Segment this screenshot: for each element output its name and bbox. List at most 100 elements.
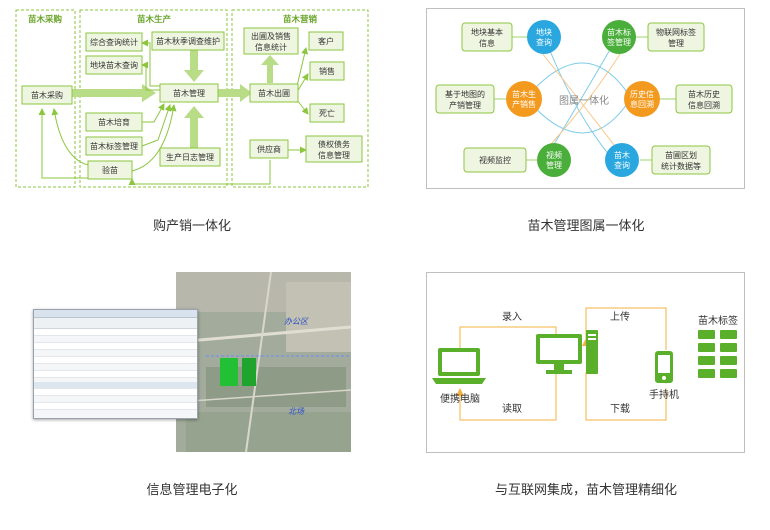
node-sales: 销售 (319, 66, 335, 76)
box-region-stats-l2: 统计数据等 (661, 161, 701, 171)
purchase-section-title: 苗木采购 (28, 14, 63, 25)
caption-internet-integration: 与互联网集成，苗木管理精细化 (494, 483, 677, 498)
circle-history (624, 81, 660, 117)
arrow-purchase-to-management (64, 84, 156, 102)
node-purchase: 苗木采购 (31, 90, 63, 100)
node-nursery: 苗木培育 (98, 117, 130, 127)
flow-read (459, 372, 557, 421)
box-video-monitor-l1: 视频监控 (479, 155, 511, 165)
node-nursery-out-box (249, 83, 299, 103)
box-iot-tag-l1: 物联网标签 (656, 27, 696, 37)
node-debt-line2: 信息管理 (318, 150, 350, 160)
box-iot-tag-l2: 管理 (668, 38, 684, 48)
satellite-map: 办公区 北场 (176, 272, 351, 452)
node-prod-log: 生产日志管理 (166, 152, 214, 162)
node-management: 苗木管理 (173, 88, 205, 98)
circle-tag-mgmt (602, 20, 636, 54)
circle-plot-query (527, 20, 561, 54)
flow-upload (585, 307, 667, 350)
node-purchase-box (21, 85, 73, 105)
connector-out-to-customer (296, 47, 309, 87)
box-plot-info-l2: 信息 (479, 38, 495, 48)
label-read: 读取 (502, 402, 522, 415)
circle-video (537, 143, 571, 177)
node-tag-mgmt: 苗木标签管理 (90, 141, 138, 151)
node-inspection-box (87, 160, 133, 180)
node-out-stats-line2: 信息统计 (255, 42, 287, 52)
production-section-title: 苗木生产 (137, 14, 172, 25)
node-death: 死亡 (319, 108, 335, 118)
management-window-screenshot (33, 309, 198, 419)
caption-purchase-production-sales: 购产销一体化 (152, 219, 231, 234)
node-prod-log-box (159, 147, 221, 167)
purchase-section (15, 9, 76, 188)
box-history-info-l2: 信息回溯 (688, 100, 720, 110)
tags-icon (698, 330, 737, 378)
node-query-stats-box (85, 32, 143, 52)
node-plot-query-box (85, 55, 143, 75)
box-map-prod-l1: 基于地图的 (445, 89, 485, 99)
label-handheld: 手持机 (649, 388, 679, 401)
connector-management-to-query (141, 39, 160, 87)
node-plot-query: 地块苗木查询 (90, 60, 138, 70)
label-upload: 上传 (610, 311, 630, 323)
connector-management-to-plot (141, 61, 160, 91)
label-download: 下载 (610, 403, 630, 415)
map-label-office: 办公区 (284, 317, 309, 326)
circle-history-l2: 息回溯 (630, 99, 654, 109)
circle-seedling-query-l1: 苗木 (614, 150, 630, 160)
desktop-icon (536, 330, 598, 374)
node-death-box (309, 103, 345, 123)
map-label-north: 北场 (288, 407, 305, 416)
label-tags: 苗木标签 (698, 314, 738, 327)
cross-line-a (543, 35, 617, 164)
sales-section (231, 9, 369, 188)
circle-seedling-query (605, 143, 639, 177)
circle-prod-sales-l1: 苗木生 (512, 89, 536, 99)
box-region-stats-l1: 苗圃区划 (665, 150, 697, 160)
circle-seedling-query-l2: 查询 (614, 160, 630, 170)
circle-video-l2: 管理 (546, 160, 562, 170)
box-plot-info-l1: 地块基本 (471, 27, 503, 37)
flow-download (585, 372, 667, 421)
caption-map-attribute: 苗木管理图属一体化 (527, 219, 645, 234)
node-debt-line1: 债权债务 (318, 139, 350, 149)
box-history-info-l1: 苗木历史 (688, 89, 720, 99)
circle-prod-sales (506, 81, 542, 117)
map-attribute-diagram: 图属一体化 地块 查询 苗木标 签管理 苗木生 产销售 历史信 息回溯 视频 管… (426, 8, 745, 189)
node-nursery-box (85, 112, 143, 132)
node-tag-mgmt-box (85, 136, 143, 156)
box-iot-tag (647, 22, 705, 52)
cross-line-d (525, 97, 632, 134)
circle-plot-query-l2: 查询 (536, 37, 552, 47)
caption-info-management: 信息管理电子化 (146, 483, 238, 498)
circle-video-l1: 视频 (546, 150, 562, 160)
connector-tag-to-management (141, 104, 172, 147)
node-debt-box (305, 135, 363, 163)
center-text: 图属一体化 (559, 94, 609, 107)
node-nursery-out: 苗木出圃 (258, 88, 290, 98)
circle-tag-mgmt-l2: 签管理 (607, 37, 631, 47)
box-map-prod-l2: 产销管理 (449, 100, 481, 110)
box-region-stats (651, 145, 711, 175)
connector-out-to-sales (296, 73, 309, 93)
node-out-stats-box (243, 27, 299, 55)
satellite-map-drawing: 办公区 北场 (176, 272, 351, 452)
connector-supplier-to-inspection (128, 160, 271, 185)
circle-tag-mgmt-l1: 苗木标 (607, 27, 631, 37)
arrow-log-to-management (184, 106, 204, 150)
connector-tag-to-purchase (51, 108, 89, 166)
node-out-stats-line1: 出圃及销售 (251, 31, 291, 41)
circle-plot-query-l1: 地块 (536, 27, 552, 37)
node-query-stats: 综合查询统计 (90, 37, 138, 47)
node-sales-box (309, 61, 345, 81)
circle-prod-sales-l2: 产销售 (512, 99, 536, 109)
box-map-prod (435, 84, 495, 114)
arrow-out-to-stats (261, 55, 279, 83)
node-inspection: 验苗 (102, 165, 118, 175)
arrow-management-to-out (218, 84, 252, 102)
label-laptop: 便携电脑 (440, 392, 480, 405)
node-customer: 客户 (318, 36, 334, 46)
production-section (79, 9, 228, 188)
node-management-box (159, 83, 219, 103)
